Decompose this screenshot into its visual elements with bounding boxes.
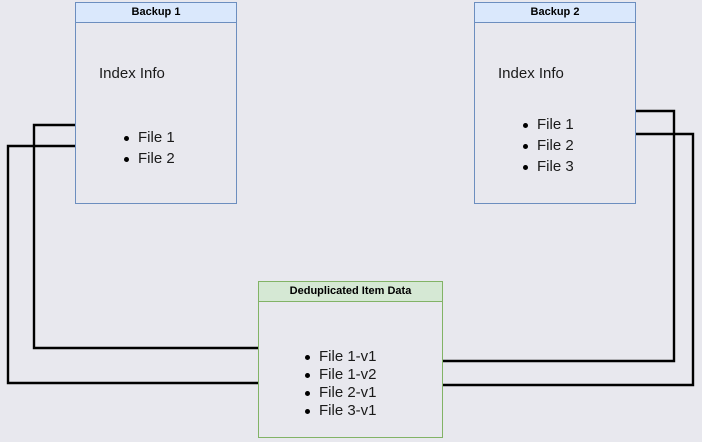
backup-1-file-list: File 1 File 2 [122, 127, 175, 169]
backup-1-body: Index Info File 1 File 2 [76, 23, 236, 203]
list-item: File 1-v1 [303, 348, 377, 366]
backup-2-box: Backup 2 Index Info File 1 File 2 File 3 [474, 2, 636, 204]
list-item: File 1 [521, 114, 574, 135]
list-item: File 1 [122, 127, 175, 148]
list-item: File 2 [521, 135, 574, 156]
list-item: File 3-v1 [303, 402, 377, 420]
backup-2-title: Backup 2 [475, 3, 635, 23]
list-item: File 1-v2 [303, 366, 377, 384]
list-item: File 2 [122, 148, 175, 169]
backup-2-index-label: Index Info [498, 65, 564, 82]
dedup-file-list: File 1-v1 File 1-v2 File 2-v1 File 3-v1 [303, 348, 377, 420]
deduplicated-item-data-body: File 1-v1 File 1-v2 File 2-v1 File 3-v1 [259, 302, 442, 437]
backup-1-index-label: Index Info [99, 65, 165, 82]
list-item: File 3 [521, 156, 574, 177]
deduplicated-item-data-box: Deduplicated Item Data File 1-v1 File 1-… [258, 281, 443, 438]
backup-2-body: Index Info File 1 File 2 File 3 [475, 23, 635, 203]
backup-1-box: Backup 1 Index Info File 1 File 2 [75, 2, 237, 204]
backup-1-title: Backup 1 [76, 3, 236, 23]
backup-2-file-list: File 1 File 2 File 3 [521, 114, 574, 177]
deduplicated-item-data-title: Deduplicated Item Data [259, 282, 442, 302]
list-item: File 2-v1 [303, 384, 377, 402]
